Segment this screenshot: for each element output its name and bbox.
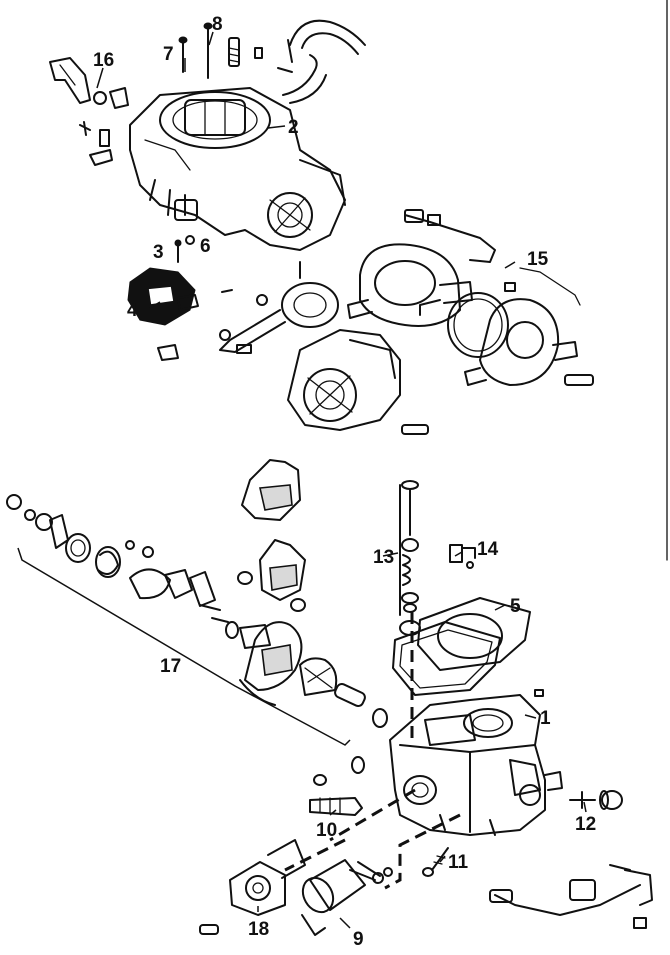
callout-2: 2 [288, 117, 299, 138]
part-7-8-screws [178, 22, 263, 79]
vacuum-diaphragm-unit [219, 282, 339, 354]
choke-covers [237, 459, 306, 612]
callout-17: 17 [160, 656, 181, 677]
vacuum-hoses [277, 19, 366, 104]
part-13-needle-valve [399, 480, 419, 616]
part-11-screw [422, 847, 449, 877]
part-5-gaskets [392, 597, 531, 696]
assembly-dashed-lines [284, 612, 461, 890]
callout-4: 4 [127, 300, 138, 321]
part-2-top-cover [129, 87, 346, 251]
callout-13: 13 [373, 547, 394, 568]
callout-3: 3 [153, 242, 164, 263]
part-18-accelerator-pump [199, 839, 306, 935]
part-12-fittings [569, 790, 623, 810]
callout-leaders [96, 31, 587, 929]
wiring-harness [489, 864, 653, 929]
part-16-choke-lever [49, 57, 129, 166]
part-15-thermostat-housing [347, 209, 594, 386]
part-10-jet [309, 797, 363, 816]
part-14-jets [449, 544, 476, 569]
callout-11: 11 [448, 852, 469, 873]
part-9-solenoid [301, 859, 393, 936]
callout-18: 18 [248, 919, 269, 940]
part-4-choke-housing [127, 267, 199, 361]
callout-12: 12 [575, 814, 596, 835]
callout-15: 15 [527, 249, 549, 270]
callout-10: 10 [316, 820, 337, 841]
callout-7: 7 [163, 44, 174, 65]
callout-1: 1 [540, 708, 551, 729]
lower-choke-body [287, 329, 429, 435]
callout-14: 14 [477, 539, 499, 560]
callout-6: 6 [200, 236, 211, 257]
callout-8: 8 [212, 14, 223, 35]
callout-labels: 1 2 3 4 5 6 7 8 9 10 11 12 13 14 15 16 1… [93, 14, 596, 950]
part-3-6-pins [174, 235, 301, 293]
part-1-main-body [389, 689, 563, 836]
callout-16: 16 [93, 50, 114, 71]
callout-5: 5 [510, 596, 521, 617]
part-17-choke-shaft-assembly [6, 494, 388, 786]
callout-9: 9 [353, 929, 364, 950]
